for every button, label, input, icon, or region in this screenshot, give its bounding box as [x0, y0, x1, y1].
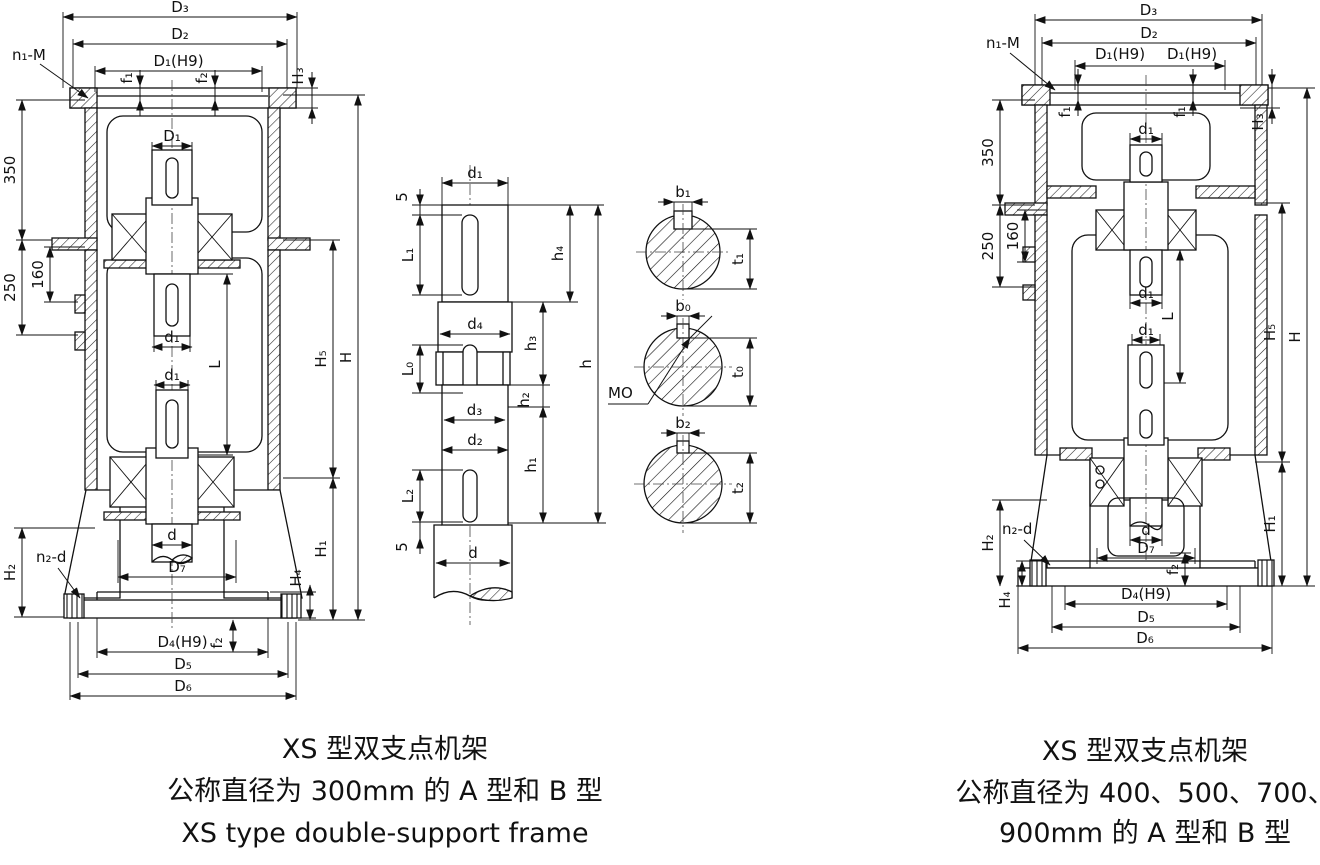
dim-label-H1: H₁ [312, 540, 330, 557]
leader-label-MO: MO [608, 384, 633, 402]
dim-label-d: d [1141, 521, 1151, 539]
caption-right-line2: 公称直径为 400、500、700、 [955, 778, 1320, 809]
dim-label-d1: d₁ [1138, 284, 1154, 302]
dim-label-d1: d₁ [1138, 120, 1154, 138]
dim-label-n5: 5 [393, 542, 411, 552]
dim-label-d: d [167, 526, 177, 544]
dim-label-D7: D₇ [1137, 539, 1155, 557]
dim-label-H4: H₄ [287, 569, 305, 586]
dim-label-L: L [206, 360, 224, 369]
dim-label-D7: D₇ [168, 558, 186, 576]
dim-label-d1: d₁ [164, 328, 180, 346]
extra-label-labels-D1H9: D₁(H9) [1167, 45, 1217, 63]
dim-label-H: H [337, 352, 355, 363]
dim-label-t2: t₂ [729, 482, 747, 494]
dim-label-L: L [1159, 312, 1177, 321]
dim-label-n350: 350 [979, 138, 997, 167]
dim-label-L2: L₂ [399, 489, 417, 503]
caption-left-line1: XS 型双支点机架 [282, 734, 488, 765]
keyway-sections-view: b₁ t₁ b₀ t₀ b₂ t₂ MO [608, 183, 757, 533]
caption-right-line1: XS 型双支点机架 [1042, 736, 1248, 767]
dim-label-n350: 350 [1, 156, 19, 185]
dim-label-t0: t₀ [729, 366, 747, 378]
dim-label-d: d [468, 544, 478, 562]
dim-label-H4: H₄ [996, 591, 1014, 608]
dim-label-D4H9: D₄(H9) [1121, 585, 1171, 603]
dim-label-d1: d₁ [1138, 321, 1154, 339]
dim-label-H1: H₁ [1261, 515, 1279, 532]
dim-label-d4: d₄ [467, 315, 483, 333]
leader-label-n1M: n₁-M [12, 46, 46, 64]
dim-label-D1H9: D₁(H9) [1095, 45, 1145, 63]
dim-label-h1: h₁ [522, 457, 540, 473]
dim-label-t1: t₁ [729, 253, 747, 265]
dim-label-n5: 5 [393, 192, 411, 202]
dim-label-H2: H₂ [1, 564, 19, 581]
dim-label-L1: L₁ [399, 248, 417, 262]
dim-label-d1: d₁ [164, 366, 180, 384]
dim-label-H2: H₂ [979, 534, 997, 551]
left-frame-view: D₃ D₂ D₁(H9) f₁ f₂ H₃ 350 250 160 D₁ d₁ d₁ L H₅ H₁ H H₄ H… [1, 0, 365, 700]
dim-label-d1: d₁ [467, 164, 483, 182]
dim-label-D2: D₂ [1140, 24, 1158, 42]
dim-label-h4: h₄ [549, 246, 567, 262]
dim-label-b0: b₀ [675, 297, 691, 315]
caption-left-line3: XS type double-support frame [181, 818, 588, 849]
dim-label-n250: 250 [979, 232, 997, 261]
dim-label-h2: h₂ [515, 392, 533, 408]
dim-label-n160: 160 [1004, 222, 1022, 251]
dim-label-H3: H₃ [289, 67, 307, 84]
leader-label-n2d: n₂-d [1002, 520, 1032, 538]
dim-label-h: h [577, 359, 595, 369]
dim-label-H5: H₅ [1261, 324, 1279, 341]
dim-label-h3: h₃ [522, 336, 540, 352]
dim-label-D6: D₆ [1136, 629, 1154, 647]
dim-label-f2: f₂ [208, 637, 226, 648]
dim-label-f1: f₁ [1171, 106, 1189, 117]
dim-label-n250: 250 [1, 273, 19, 302]
dim-label-D2: D₂ [171, 25, 189, 43]
leader-label-n1M: n₁-M [986, 34, 1020, 52]
dim-label-d2: d₂ [467, 431, 483, 449]
dim-label-f2: f₂ [193, 72, 211, 83]
dim-label-f2: f₂ [1164, 564, 1182, 575]
dim-label-f1: f₁ [118, 72, 136, 83]
dim-label-D5: D₅ [174, 655, 192, 673]
dim-label-D3: D₃ [1140, 1, 1158, 19]
dim-label-D1: D₁ [163, 127, 181, 145]
dim-label-d3: d₃ [467, 401, 483, 419]
dim-label-H3: H₃ [1249, 113, 1267, 130]
dim-label-D1H9: D₁(H9) [153, 52, 203, 70]
dim-label-D5: D₅ [1137, 608, 1155, 626]
caption-right-line3: 900mm 的 A 型和 B 型 [999, 818, 1291, 849]
dim-label-D4H9: D₄(H9) [157, 633, 207, 651]
dim-label-b2: b₂ [675, 414, 691, 432]
dim-label-H5: H₅ [312, 350, 330, 367]
dim-label-n160: 160 [29, 260, 47, 289]
right-frame-view: D₃ D₂ D₁(H9) f₁ f₁ H₃ 350 250 160 d₁ d₁ d₁ L H₅ H₁ H H₂ H… [979, 1, 1315, 654]
leader-label-n2d: n₂-d [36, 548, 66, 566]
dim-label-D3: D₃ [171, 0, 189, 16]
dim-label-L0: L₀ [399, 362, 417, 376]
dim-label-D6: D₆ [174, 677, 192, 695]
caption-left-line2: 公称直径为 300mm 的 A 型和 B 型 [167, 776, 603, 807]
dim-label-f1: f₁ [1056, 106, 1074, 117]
dim-label-b1: b₁ [675, 183, 691, 201]
dim-label-H: H [1286, 331, 1304, 342]
